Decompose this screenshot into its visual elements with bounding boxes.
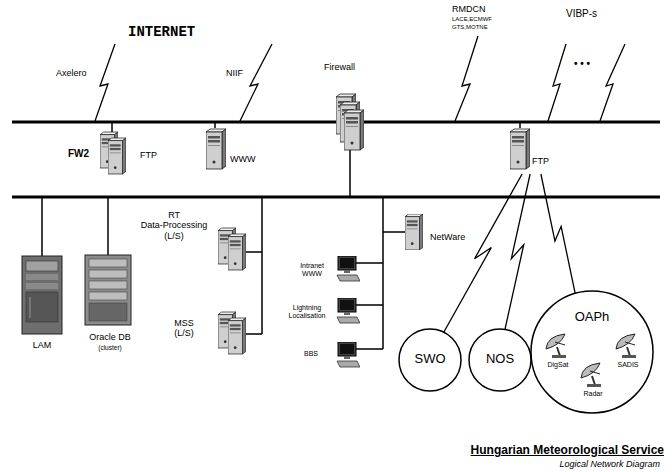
- network-drops: [42, 122, 520, 349]
- wireless-link: [455, 36, 478, 121]
- node-label: Oracle DB: [78, 332, 142, 342]
- lower-bus: [12, 196, 660, 199]
- wireless-link: [505, 174, 530, 329]
- firewall-icon: [344, 110, 364, 150]
- node-label: LAM: [14, 340, 70, 350]
- rack-unit: [89, 292, 127, 300]
- wireless-link: [444, 174, 522, 332]
- node-label: Firewall: [324, 62, 355, 72]
- rack-unit: [89, 259, 127, 267]
- rack-body: [22, 256, 62, 334]
- node-label: WWW: [230, 154, 255, 164]
- diagram-title: Hungarian Meteorological Service: [471, 444, 664, 457]
- link-label: Axelero: [56, 68, 87, 78]
- server-node: WWW: [202, 126, 258, 172]
- server-node: FTP: [506, 126, 562, 174]
- workstation-node: Lightning Localisation: [278, 296, 362, 328]
- server-node: MSS (L/S): [160, 308, 250, 354]
- node-label: Intranet WWW: [296, 262, 328, 278]
- circle-outline-shape: [399, 329, 461, 391]
- diagram-caption: Logical Network Diagram: [559, 460, 660, 470]
- circle-outline-shape: [531, 291, 653, 413]
- server-node: FW2 FTP: [64, 128, 160, 174]
- server-node: NetWare: [402, 212, 472, 252]
- rack-unit: [26, 261, 58, 271]
- link-label: NIIF: [226, 68, 243, 78]
- site-circle: SWO: [398, 328, 462, 392]
- node-label: SWO: [398, 352, 462, 367]
- server-icon: [405, 214, 423, 250]
- server-node: RT Data-Processing (L/S): [134, 204, 250, 278]
- server-icon: [206, 129, 226, 169]
- circle-outline-shape: [469, 329, 531, 391]
- link-label: VIBP-s: [566, 8, 597, 20]
- pc-icon: [337, 342, 360, 367]
- word: Data-Processing: [141, 220, 208, 230]
- firewall-node: Firewall: [320, 60, 380, 154]
- oracle-rack: [85, 255, 131, 325]
- dish-icon: [581, 363, 601, 387]
- node-label: Radar: [573, 390, 613, 398]
- rack-handle: [30, 297, 31, 318]
- workstation-node: Intranet WWW: [286, 254, 362, 286]
- dish-node: SADIS: [608, 331, 651, 372]
- ellipsis-mark: • • •: [574, 58, 590, 70]
- rack-unit: [26, 274, 58, 280]
- site-circle: NOS: [468, 328, 532, 392]
- rack-body: [85, 255, 131, 325]
- wireless-link: [548, 44, 566, 121]
- link-label: RMDCN: [452, 4, 486, 14]
- rack-unit: [89, 281, 127, 289]
- node-label: MSS (L/S): [168, 318, 200, 339]
- server-icon: [228, 234, 246, 270]
- rack-door: [26, 292, 58, 322]
- network-label: INTERNET: [128, 24, 195, 40]
- node-label: Lightning Localisation: [282, 304, 332, 320]
- pc-icon: [337, 298, 360, 323]
- node-label: RT Data-Processing (L/S): [136, 210, 212, 241]
- node-label: NetWare: [430, 232, 465, 242]
- dish-node: DigSat: [538, 331, 581, 372]
- rack-node: LAM: [14, 252, 73, 356]
- node-label: FW2: [68, 148, 89, 160]
- node-label: DigSat: [538, 361, 578, 369]
- word: RT: [168, 210, 180, 220]
- dish-node: Radar: [573, 360, 616, 401]
- rack-unit: [89, 270, 127, 278]
- wireless-link: [95, 44, 115, 121]
- node-label: BBS: [304, 350, 318, 358]
- node-label: OAPh: [530, 310, 654, 325]
- link-sublabel: GTS,MOTNE: [452, 24, 488, 31]
- rack-unit: [26, 283, 58, 289]
- database-node: Oracle DB (cluster): [78, 252, 145, 364]
- server-icon: [108, 138, 126, 174]
- wireless-link: [541, 174, 575, 293]
- server-icon: [510, 129, 530, 169]
- rack-unit: [89, 303, 127, 321]
- server-icon: [228, 318, 246, 354]
- node-label: (cluster): [78, 344, 142, 351]
- node-label: NOS: [468, 352, 532, 367]
- wireless-link: [600, 44, 625, 121]
- workstation-node: BBS: [290, 340, 362, 372]
- wireless-link: [240, 44, 272, 121]
- node-label: FTP: [140, 150, 157, 160]
- site-circle: OAPhDigSat SADIS Radar: [530, 290, 654, 414]
- dish-icon: [616, 334, 636, 358]
- lam-rack: [22, 256, 62, 334]
- node-label: FTP: [532, 156, 549, 166]
- word: (L/S): [164, 231, 184, 241]
- pc-icon: [337, 256, 360, 281]
- node-label: SADIS: [608, 361, 648, 369]
- dish-icon: [546, 334, 566, 358]
- link-sublabel: LACE,ECMWF: [452, 16, 492, 23]
